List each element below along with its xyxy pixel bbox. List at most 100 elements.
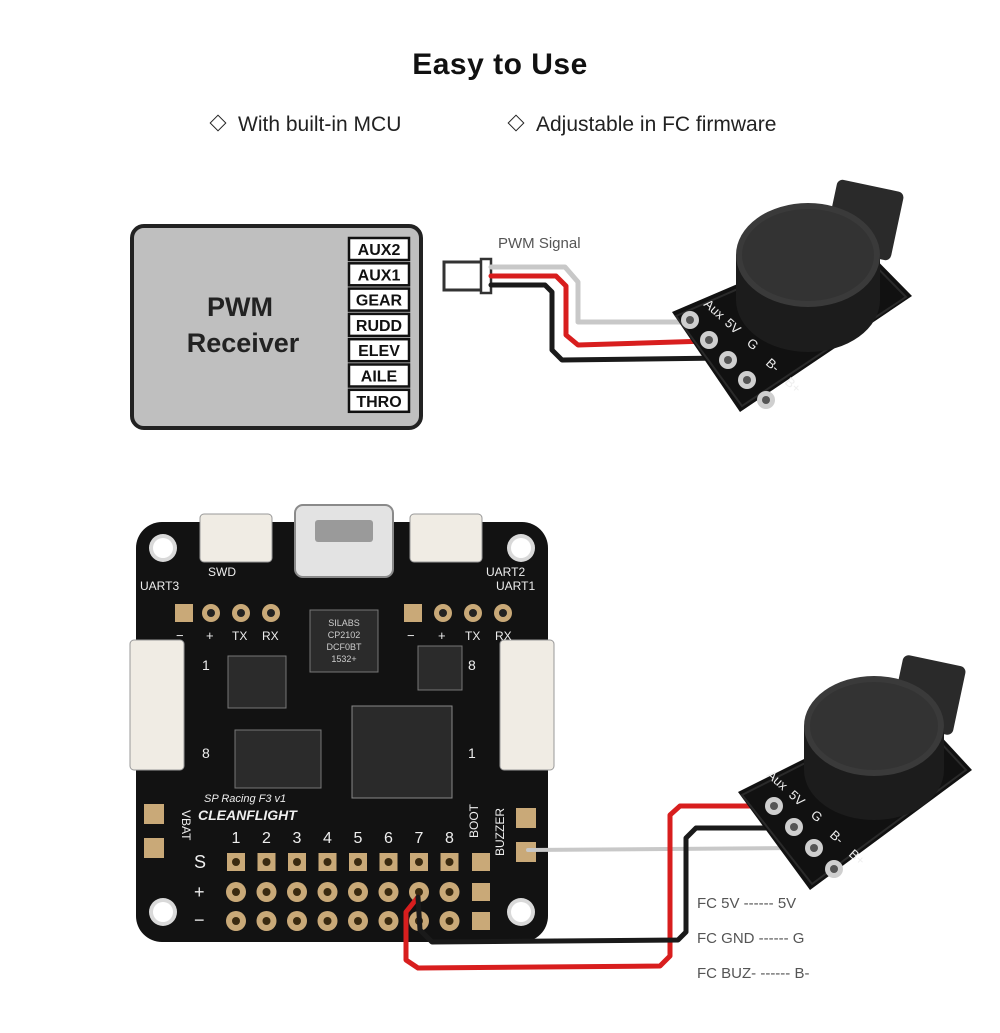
brand-label: CLEANFLIGHT <box>198 807 298 823</box>
feature-adjustable: Adjustable in FC firmware <box>507 113 777 137</box>
wiring-label-buz: FC BUZ- ------ B- <box>697 965 810 982</box>
receiver-title-1: PWM <box>207 292 273 322</box>
fc-pin-hole <box>323 858 332 866</box>
fc-pin-hole <box>293 917 301 925</box>
fc-pin-hole <box>262 888 271 896</box>
receiver-title-2: Receiver <box>187 328 300 358</box>
label-swd: SWD <box>208 565 236 579</box>
label-eight: 8 <box>468 657 476 673</box>
pwm-connector-plug <box>442 257 493 295</box>
uart3-pads <box>175 604 280 622</box>
fc-channel-number: 1 <box>232 830 241 847</box>
receiver-channel-aile: AILE <box>361 369 398 386</box>
label-minus: − <box>407 628 415 643</box>
buzzer-pins <box>681 311 775 409</box>
label-plus: + <box>438 628 446 643</box>
receiver-channel-thro: THRO <box>356 394 401 411</box>
fc-pin-hole <box>354 858 362 866</box>
label-tx: TX <box>465 629 480 643</box>
receiver-channel-aux2: AUX2 <box>358 242 401 259</box>
fc-pin-hole <box>323 888 332 896</box>
fc-channel-number: 7 <box>415 830 424 847</box>
receiver-channel-box <box>347 388 411 414</box>
receiver-channel-box <box>347 287 411 312</box>
fc-pin-hole <box>354 888 362 896</box>
label-vbat: VBAT <box>179 810 193 841</box>
top-wires <box>488 264 729 363</box>
receiver-channel-aux1: AUX1 <box>358 267 401 284</box>
fc-pin-hole <box>445 917 454 925</box>
receiver-channel-box <box>347 236 411 262</box>
receiver-channel-box <box>347 337 411 363</box>
chip-label: 1532+ <box>331 654 356 664</box>
fc-pin-hole <box>415 888 423 896</box>
fc-pin-hole <box>293 888 301 896</box>
fc-channel-numbers: 1 2 3 4 5 6 7 8 <box>232 830 455 847</box>
fc-channel-number: 8 <box>445 830 454 847</box>
label-tx: TX <box>232 629 247 643</box>
label-boot: BOOT <box>467 803 481 838</box>
fc-pin-hole <box>384 858 393 866</box>
fc-pin-hole <box>415 858 423 866</box>
chip-label: SILABS <box>328 618 360 628</box>
receiver-channel-box <box>347 312 411 338</box>
wiring-label-gnd: FC GND ------ G <box>697 930 805 947</box>
label-eight: 8 <box>202 745 210 761</box>
label-rx: RX <box>262 629 279 643</box>
label-minus: − <box>176 628 184 643</box>
fc-channel-number: 6 <box>384 830 393 847</box>
board-name: SP Racing F3 v1 <box>204 793 286 805</box>
fc-pin-hole <box>262 917 271 925</box>
label-buzzer: BUZZER <box>493 808 507 856</box>
label-uart3: UART3 <box>140 579 179 593</box>
feature-label: With built-in MCU <box>238 113 402 136</box>
pwm-signal-label: PWM Signal <box>498 235 581 252</box>
fc-boot-pad <box>472 883 490 901</box>
page-title: Easy to Use <box>412 48 588 81</box>
buzzer-pins <box>765 797 843 878</box>
fc-pin-hole <box>262 858 271 866</box>
fc-pin-hole <box>445 888 454 896</box>
label-rx: RX <box>495 629 512 643</box>
fc-boot-pad <box>472 912 490 930</box>
uart2-pads <box>404 604 512 622</box>
fc-pin-headers <box>226 853 490 931</box>
label-uart1: UART1 <box>496 579 535 593</box>
fc-channel-number: 4 <box>323 830 332 847</box>
fc-channel-number: 2 <box>262 830 271 847</box>
fc-pin-hole <box>232 858 240 866</box>
buzzer-module-top: Aux 5V G B- B+ <box>672 179 912 412</box>
receiver-channel-elev: ELEV <box>358 343 400 360</box>
label-plus-row: + <box>194 882 205 902</box>
fc-pin-hole <box>232 917 240 925</box>
feature-builtin-mcu: With built-in MCU <box>209 113 402 137</box>
chip-label: DCF0BT <box>326 642 362 652</box>
receiver-channel-gear: GEAR <box>356 293 403 310</box>
chip-label: CP2102 <box>328 630 361 640</box>
label-one: 1 <box>202 657 210 673</box>
fc-channel-number: 5 <box>354 830 363 847</box>
receiver-channel-box <box>347 363 411 388</box>
label-minus-row: − <box>194 910 205 930</box>
receiver-channel-rudd: RUDD <box>356 318 402 335</box>
fc-pin-hole <box>445 858 454 866</box>
feature-label: Adjustable in FC firmware <box>536 113 777 136</box>
label-plus: + <box>206 628 214 643</box>
fc-channel-number: 3 <box>293 830 302 847</box>
fc-pin-hole <box>293 858 301 866</box>
buzzer-module-bottom: Aux 5V G B- B+ <box>738 655 972 890</box>
receiver-channel-box <box>347 262 411 287</box>
label-s-row: S <box>194 852 206 872</box>
fc-pin-hole <box>354 917 362 925</box>
fc-boot-pad <box>472 853 490 871</box>
bottom-wires <box>403 803 802 971</box>
fc-pin-hole <box>323 917 332 925</box>
fc-pin-hole <box>232 888 240 896</box>
fc-pin-hole <box>384 917 393 925</box>
flight-controller-board: SILABS CP2102 DCF0BT 1532+ SWD UART3 UAR… <box>129 504 555 942</box>
label-one: 1 <box>468 745 476 761</box>
fc-pin-hole <box>384 888 393 896</box>
